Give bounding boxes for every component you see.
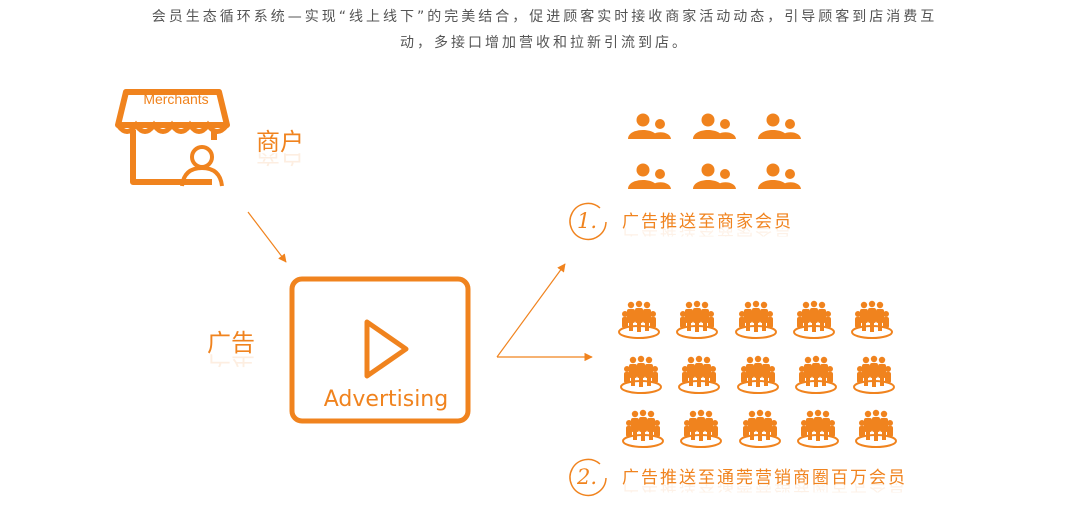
merchant-label: 商户 商户 xyxy=(256,122,304,166)
step-2-reflection: 广告推送至通莞营销商圈百万会员 xyxy=(622,484,907,493)
crowd-icon xyxy=(620,354,662,394)
crowd-icon xyxy=(622,408,664,448)
crowd-icon xyxy=(676,299,718,339)
crowd-icon xyxy=(855,408,897,448)
crowd-icon xyxy=(793,299,835,339)
advertising-box xyxy=(289,276,471,424)
merchant-label-text: 商户 xyxy=(256,128,304,156)
crowd-icon xyxy=(680,408,722,448)
crowd-icon xyxy=(797,408,839,448)
crowd-icon xyxy=(739,408,781,448)
intro-line-1: 会员生态循环系统—实现“线上线下”的完美结合，促进顾客实时接收商家活动动态，引导… xyxy=(151,9,938,25)
step-1-number: 1. xyxy=(577,209,597,233)
crowd-icon xyxy=(853,354,895,394)
step-1-reflection: 广告推送至商家会员 xyxy=(622,228,793,237)
advertising-label: 广告 广告 xyxy=(207,323,255,367)
step-2-badge xyxy=(569,458,607,497)
member-group-icon xyxy=(693,113,736,139)
step-1-label: 广告推送至商家会员 广告推送至商家会员 xyxy=(622,207,793,237)
advertising-label-text: 广告 xyxy=(207,329,255,357)
crowd-icon xyxy=(737,354,779,394)
member-group-icon xyxy=(628,113,671,139)
crowd-icon xyxy=(795,354,837,394)
step-2-label: 广告推送至通莞营销商圈百万会员 广告推送至通莞营销商圈百万会员 xyxy=(622,463,907,493)
crowd-icon xyxy=(678,354,720,394)
intro-text: 会员生态循环系统—实现“线上线下”的完美结合，促进顾客实时接收商家活动动态，引导… xyxy=(0,4,1089,56)
merchant-label-reflection: 商户 xyxy=(256,153,304,166)
merchant-awning-text: Merchants xyxy=(143,91,208,107)
crowd-icon xyxy=(851,299,893,339)
merchant-store-icon xyxy=(115,89,230,187)
step-2-text: 广告推送至通莞营销商圈百万会员 xyxy=(622,468,907,488)
play-icon xyxy=(364,319,409,379)
member-group-icon xyxy=(693,163,736,189)
crowd-icon xyxy=(735,299,777,339)
advertising-label-reflection: 广告 xyxy=(207,354,255,367)
member-group-icon xyxy=(758,163,801,189)
network-members-icon-grid xyxy=(618,299,897,448)
advertising-box-text: Advertising xyxy=(324,387,448,412)
step-1-text: 广告推送至商家会员 xyxy=(622,212,793,232)
step-2-number: 2. xyxy=(576,465,597,489)
arrow-merchant-to-ad xyxy=(247,211,287,263)
crowd-icon xyxy=(618,299,660,339)
intro-line-2: 动，多接口增加营收和拉新引流到店。 xyxy=(400,35,689,51)
member-group-icon xyxy=(758,113,801,139)
arrow-ad-to-members xyxy=(496,263,566,358)
merchant-members-icon-grid xyxy=(628,113,801,189)
member-group-icon xyxy=(628,163,671,189)
step-1-badge xyxy=(569,202,607,241)
